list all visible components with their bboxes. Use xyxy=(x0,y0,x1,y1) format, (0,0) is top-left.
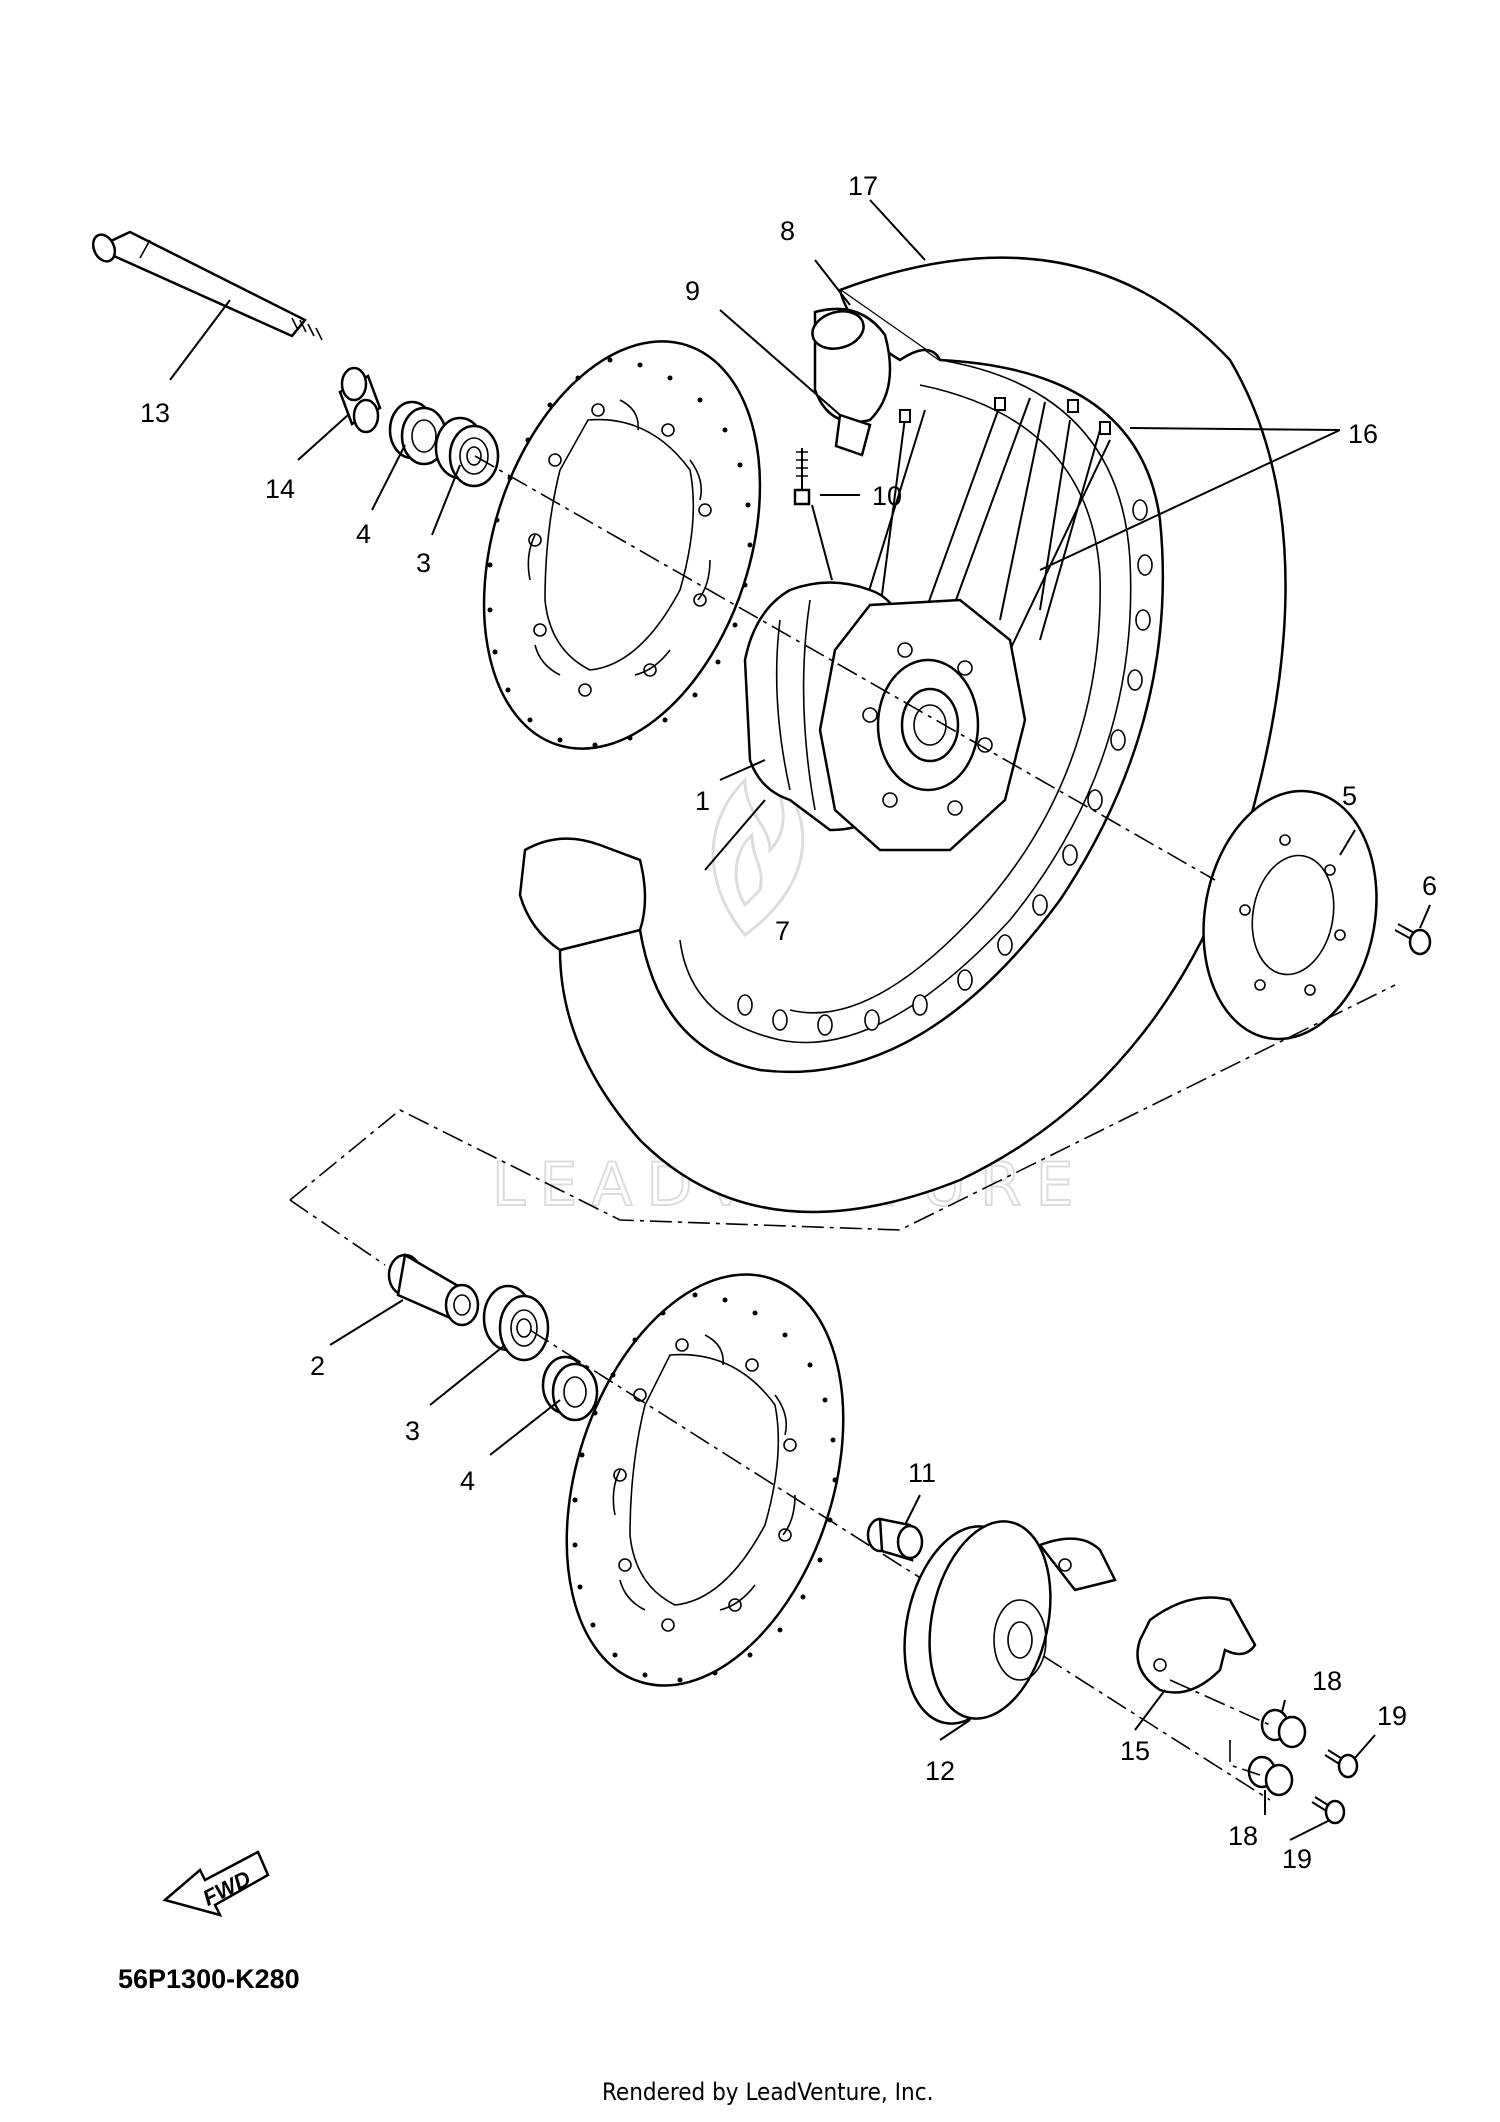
callout-15: 13 xyxy=(140,398,170,428)
bearing-part-3-lower xyxy=(482,1284,550,1362)
rim-band-part-11 xyxy=(834,413,872,457)
diagram-code: 56P1300-K280 xyxy=(118,1964,300,1994)
callout-2: 2 xyxy=(310,1351,325,1381)
callout-18-lower: 18 xyxy=(1228,1821,1258,1851)
callout-14: 11 xyxy=(908,1458,936,1488)
callout-4-lower: 4 xyxy=(460,1466,475,1496)
axis-line-upper xyxy=(474,455,1216,881)
bearing-part-3-upper xyxy=(434,416,500,488)
rim-part-7 xyxy=(737,499,1153,1036)
bolt-part-6 xyxy=(1394,923,1432,956)
tire-part-9 xyxy=(518,256,1287,1214)
callout-3-lower: 3 xyxy=(405,1416,420,1446)
part-callouts: 17 8 9 10 16 13 14 4 3 1 5 6 7 2 3 4 11 … xyxy=(140,171,1437,1874)
axis-line-lower xyxy=(529,1329,1271,1801)
oil-seal-part-4-lower xyxy=(541,1355,599,1422)
callout-11: 9 xyxy=(685,276,700,306)
bracket-part-17 xyxy=(1136,1596,1257,1694)
assembly-boundary xyxy=(289,984,1396,1266)
flame-logo-icon xyxy=(711,768,805,938)
brake-disc-upper xyxy=(482,340,762,750)
callout-12: 10 xyxy=(872,481,902,511)
hub-part-1 xyxy=(743,581,1027,852)
callout-4-upper: 4 xyxy=(356,519,371,549)
plate-part-5 xyxy=(1202,789,1378,1041)
collar-part-18-upper xyxy=(1260,1708,1307,1749)
callout-9: 17 xyxy=(848,171,878,201)
callout-7: 7 xyxy=(775,916,790,946)
connector-lines xyxy=(1169,1679,1271,1776)
callout-17: 15 xyxy=(1120,1736,1150,1766)
callout-16: 14 xyxy=(265,474,295,504)
callout-13: 12 xyxy=(925,1756,955,1786)
valve-part-12 xyxy=(793,448,833,581)
screw-part-19-lower xyxy=(1311,1796,1346,1825)
callout-19-upper: 19 xyxy=(1377,1701,1407,1731)
screw-part-19-upper xyxy=(1324,1749,1359,1779)
fwd-direction-arrow: FWD xyxy=(162,1850,270,1917)
collar-part-14 xyxy=(866,1517,924,1562)
meter-gear-unit-part-13 xyxy=(903,1520,1117,1725)
axle-part-15 xyxy=(91,230,323,341)
tube-part-10 xyxy=(811,307,892,424)
callout-8: 16 xyxy=(1348,419,1378,449)
spacer-part-2 xyxy=(387,1253,480,1327)
leader-lines xyxy=(169,199,1431,1841)
brake-disc-lower xyxy=(565,1273,845,1687)
callout-10: 8 xyxy=(780,216,795,246)
callout-19-lower: 19 xyxy=(1282,1844,1312,1874)
callout-6: 6 xyxy=(1422,871,1437,901)
collar-part-16 xyxy=(338,366,382,434)
callout-1: 1 xyxy=(695,786,710,816)
callout-18-upper: 18 xyxy=(1312,1666,1342,1696)
footer-credit: Rendered by LeadVenture, Inc. xyxy=(602,2078,933,2106)
callout-5: 5 xyxy=(1342,781,1357,811)
collar-part-18-lower xyxy=(1247,1755,1294,1797)
callout-3-upper: 3 xyxy=(416,548,431,578)
